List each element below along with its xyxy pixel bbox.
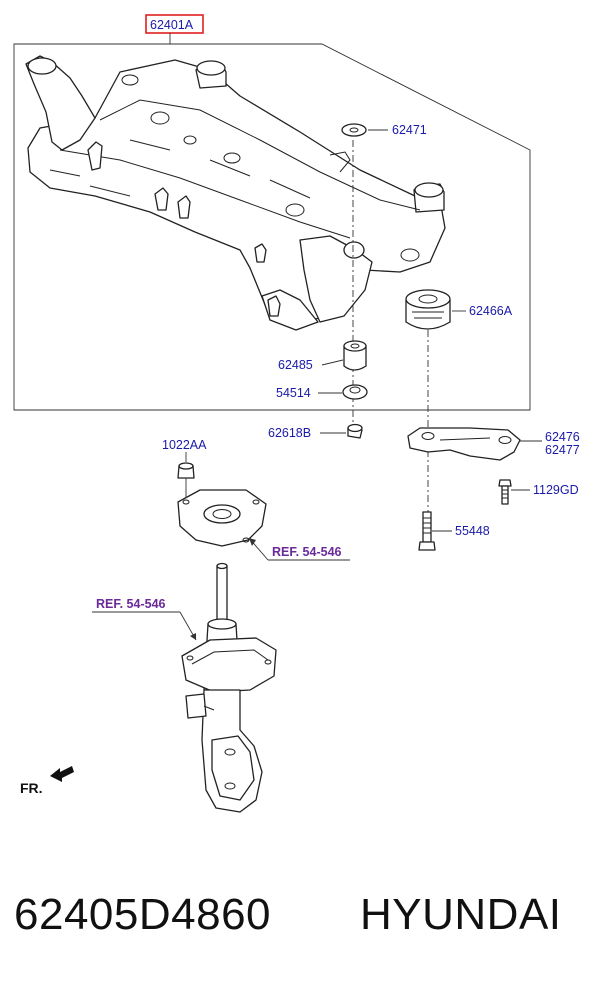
bolt-small-icon bbox=[498, 479, 512, 505]
part-label-62476[interactable]: 62476 bbox=[545, 430, 580, 444]
part-label-1022AA[interactable]: 1022AA bbox=[162, 438, 207, 452]
part-label-55448[interactable]: 55448 bbox=[455, 524, 490, 538]
part-label-crossmember: 62401A bbox=[150, 18, 194, 32]
crossmember-icon bbox=[25, 55, 446, 331]
ref-label-mount[interactable]: REF. 54-546 bbox=[272, 545, 342, 559]
part-label-54514[interactable]: 54514 bbox=[276, 386, 311, 400]
brand-name: HYUNDAI bbox=[360, 890, 562, 939]
part-number: 62405D4860 bbox=[14, 890, 272, 939]
part-label-62485[interactable]: 62485 bbox=[278, 358, 313, 372]
part-label-62466A[interactable]: 62466A bbox=[469, 304, 513, 318]
bracket-icon bbox=[407, 427, 521, 461]
bolt-long-icon bbox=[418, 511, 436, 551]
part-label-62618B[interactable]: 62618B bbox=[268, 426, 311, 440]
strut-mount-icon bbox=[177, 478, 267, 547]
ref-label-strut[interactable]: REF. 54-546 bbox=[96, 597, 166, 611]
caption-bar: 62405D4860 HYUNDAI bbox=[0, 878, 600, 968]
label-crossmember[interactable]: 62401A bbox=[145, 14, 204, 34]
part-label-62477[interactable]: 62477 bbox=[545, 443, 580, 457]
washer-icon bbox=[341, 123, 367, 137]
highlight-box bbox=[145, 14, 204, 34]
parts-diagram: 62401A bbox=[13, 14, 580, 813]
nut-icon bbox=[347, 423, 363, 439]
assembly-outline bbox=[13, 43, 531, 411]
mount-nut-icon bbox=[177, 462, 195, 479]
part-label-62471[interactable]: 62471 bbox=[392, 123, 427, 137]
part-label-1129GD[interactable]: 1129GD bbox=[533, 483, 579, 497]
bushing-small-icon bbox=[343, 340, 367, 371]
strut-assembly-icon bbox=[181, 562, 277, 813]
stopper-icon bbox=[342, 384, 368, 400]
direction-arrow-icon bbox=[50, 766, 74, 782]
direction-label: FR. bbox=[20, 780, 43, 796]
bushing-icon bbox=[405, 289, 451, 330]
